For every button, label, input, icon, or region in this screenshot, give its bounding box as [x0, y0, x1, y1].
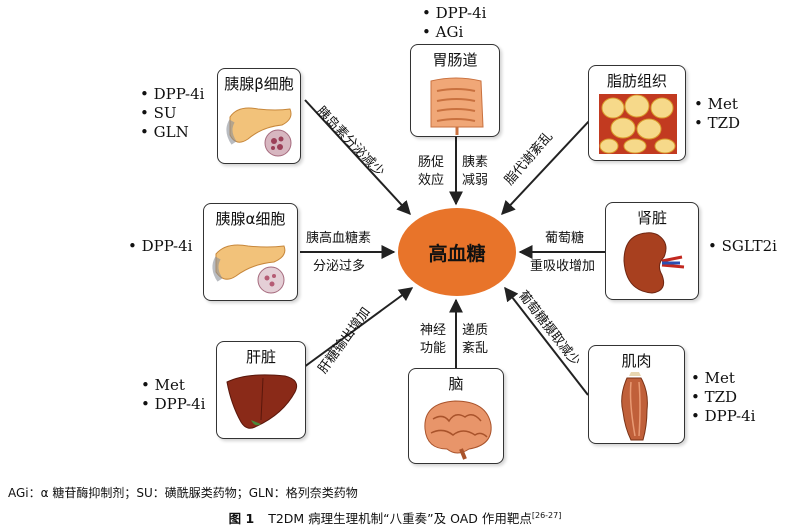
effect-kidney-2: 重吸收增加 [530, 259, 596, 274]
box-adipose: 脂肪组织 [588, 65, 686, 161]
drug: SU [153, 104, 177, 122]
effect-brain-right-line: 递质 [462, 323, 489, 338]
footnote: AGi：α 糖苷酶抑制剂；SU：磺酰脲类药物；GLN：格列奈类药物 [8, 486, 358, 500]
drugs-liver: • Met • DPP-4i [141, 376, 206, 413]
caption-text: T2DM 病理生理机制“八重奏”及 OAD 作用靶点 [268, 511, 532, 526]
drug: Met [707, 95, 738, 113]
effect-pancreas-alpha-1: 胰高血糖素 [306, 231, 372, 246]
brain-illustration [424, 400, 492, 460]
effect-brain-right-line: 紊乱 [462, 341, 489, 356]
drug: Met [704, 369, 735, 387]
effect-kidney-1: 葡萄糖 [545, 231, 585, 246]
effect-gut-left-line: 效应 [418, 173, 445, 188]
box-liver-title: 肝脏 [245, 348, 276, 366]
box-brain: 脑 [408, 368, 504, 464]
drug: DPP-4i [154, 395, 206, 413]
drugs-muscle: • Met • TZD • DPP-4i [691, 369, 756, 425]
effect-gut-right-line: 减弱 [462, 173, 489, 188]
drug: GLN [153, 123, 189, 141]
drugs-pancreas-alpha: • DPP-4i [128, 237, 193, 255]
figure-caption: 图 1 T2DM 病理生理机制“八重奏”及 OAD 作用靶点[26-27] [0, 508, 790, 527]
caption-ref: [26-27] [531, 510, 562, 520]
effect-brain-right: 递质 紊乱 [462, 322, 488, 358]
arrow-pancreas-beta [304, 99, 411, 216]
box-pancreas-alpha-title: 胰腺α细胞 [215, 210, 286, 228]
effect-brain-left-line: 功能 [420, 341, 447, 356]
drug: DPP-4i [435, 4, 487, 22]
box-pancreas-alpha: 胰腺α细胞 [203, 203, 298, 301]
box-muscle: 肌肉 [588, 345, 685, 444]
drug: DPP-4i [141, 237, 193, 255]
drug: DPP-4i [704, 407, 756, 425]
muscle-illustration [621, 372, 648, 441]
box-muscle-title: 肌肉 [621, 352, 652, 370]
effect-gut-right-line: 胰素 [462, 155, 489, 170]
adipose-illustration [599, 94, 677, 154]
box-pancreas-beta: 胰腺β细胞 [217, 68, 301, 164]
effect-pancreas-alpha-2: 分泌过多 [313, 259, 366, 274]
center-label: 高血糖 [428, 242, 486, 265]
effect-brain-left: 神经 功能 [420, 322, 446, 358]
effect-gut-left: 肠促 效应 [418, 154, 444, 190]
effect-gut-left-line: 肠促 [418, 155, 445, 170]
drugs-pancreas-beta: • DPP-4i • SU • GLN [140, 85, 205, 141]
drug: Met [154, 376, 185, 394]
drug: AGi [435, 23, 464, 41]
box-liver: 肝脏 [216, 341, 306, 439]
drug: DPP-4i [153, 85, 205, 103]
liver-illustration [226, 374, 298, 429]
arrow-liver [299, 287, 414, 371]
box-brain-title: 脑 [448, 375, 464, 393]
arrow-adipose [501, 119, 591, 216]
caption-label: 图 1 [228, 511, 255, 526]
effect-brain-left-line: 神经 [420, 323, 447, 338]
box-gut-title: 胃肠道 [432, 51, 478, 69]
effect-gut-right: 胰素 减弱 [462, 154, 488, 190]
pancreas-alpha-illustration [212, 244, 286, 294]
gut-illustration [430, 77, 484, 135]
drugs-kidney: • SGLT2i [708, 237, 777, 255]
box-kidney: 肾脏 [605, 202, 699, 300]
center-hyperglycemia: 高血糖 [398, 208, 516, 296]
box-adipose-title: 脂肪组织 [606, 72, 667, 90]
drug: TZD [704, 388, 738, 406]
box-gut: 胃肠道 [410, 44, 500, 137]
pancreas-illustration [226, 107, 292, 157]
drugs-gut: • DPP-4i • AGi [422, 4, 487, 41]
drugs-adipose: • Met • TZD [694, 95, 741, 132]
drug: SGLT2i [721, 237, 777, 255]
arrow-muscle [504, 286, 589, 396]
kidney-illustration [623, 232, 685, 294]
box-pancreas-beta-title: 胰腺β细胞 [224, 75, 294, 93]
drug: TZD [707, 114, 741, 132]
box-kidney-title: 肾脏 [636, 209, 667, 227]
